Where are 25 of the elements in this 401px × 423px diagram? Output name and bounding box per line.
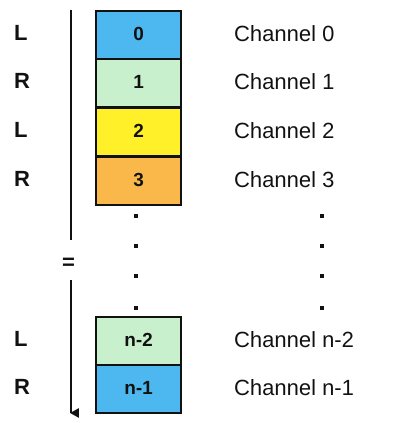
channel-number: 1 [133,72,144,94]
channel-number: 0 [133,24,144,46]
side-label: L [14,117,28,143]
equals-sign: = [62,249,75,275]
side-label: L [14,20,28,46]
side-label: R [14,68,30,94]
channel-number: n-2 [124,330,153,352]
channel-label: Channel 1 [234,69,334,95]
channel-number: 2 [133,121,144,143]
channel-block [95,107,182,157]
channel-label: Channel n-2 [234,327,354,353]
channel-block [95,156,182,206]
channel-block [95,58,182,108]
channel-label: Channel 3 [234,167,334,193]
channel-block [95,364,182,414]
channel-label: Channel 2 [234,118,334,144]
side-label: R [14,374,30,400]
channel-block [95,316,182,366]
channel-number: n-1 [124,378,153,400]
channel-label: Channel 0 [234,21,334,47]
channel-label: Channel n-1 [234,375,354,401]
side-label: R [14,166,30,192]
channel-number: 3 [133,170,144,192]
channel-block [95,10,182,60]
side-label: L [14,326,28,352]
